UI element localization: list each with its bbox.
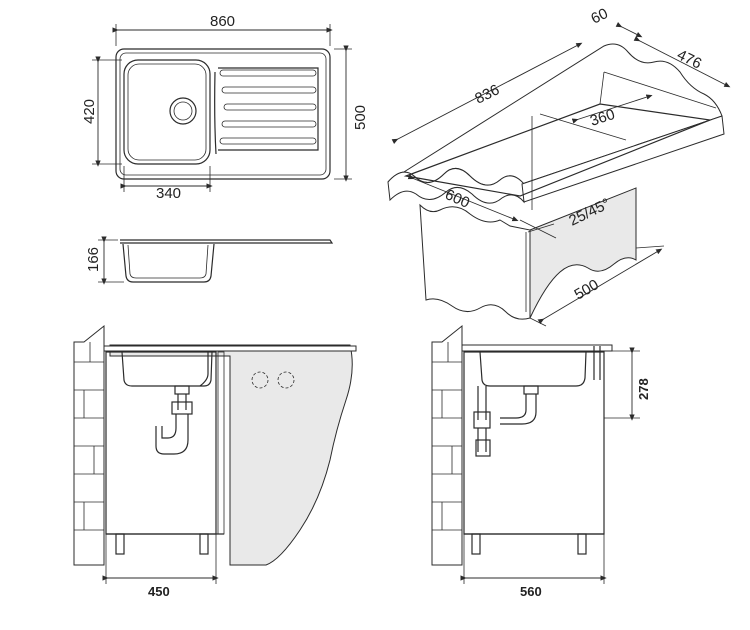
brick-wall-right — [431, 324, 463, 566]
dim-bowl-width: 340 — [156, 185, 181, 202]
dim-bowl-depth: 420 — [81, 99, 98, 124]
countertop-cutout-iso: 836 60 476 360 600 25/45° 500 — [387, 5, 731, 327]
dim-iso-rim: 60 — [588, 5, 610, 28]
dim-cabinet-width-a: 450 — [148, 584, 170, 599]
dim-width: 860 — [210, 13, 235, 30]
dim-iso-bowl: 360 — [588, 106, 617, 130]
drain-icon — [169, 97, 197, 125]
cabinet-front-view: 450 — [73, 324, 357, 599]
dim-depth: 500 — [352, 105, 369, 130]
cabinet-side-view: 278 560 — [431, 324, 651, 599]
dim-height: 166 — [85, 247, 102, 272]
brick-wall-left — [73, 324, 105, 566]
sink-side-profile: 166 — [85, 236, 334, 285]
drainboard-ribs — [214, 67, 319, 155]
dim-cabinet-height: 278 — [636, 378, 651, 400]
bowl-outline — [123, 59, 211, 165]
dim-iso-length: 836 — [472, 81, 502, 107]
sink-top-view: 860 500 420 340 — [81, 13, 369, 202]
dim-cabinet-width-b: 560 — [520, 584, 542, 599]
dim-iso-depth: 476 — [674, 46, 704, 72]
